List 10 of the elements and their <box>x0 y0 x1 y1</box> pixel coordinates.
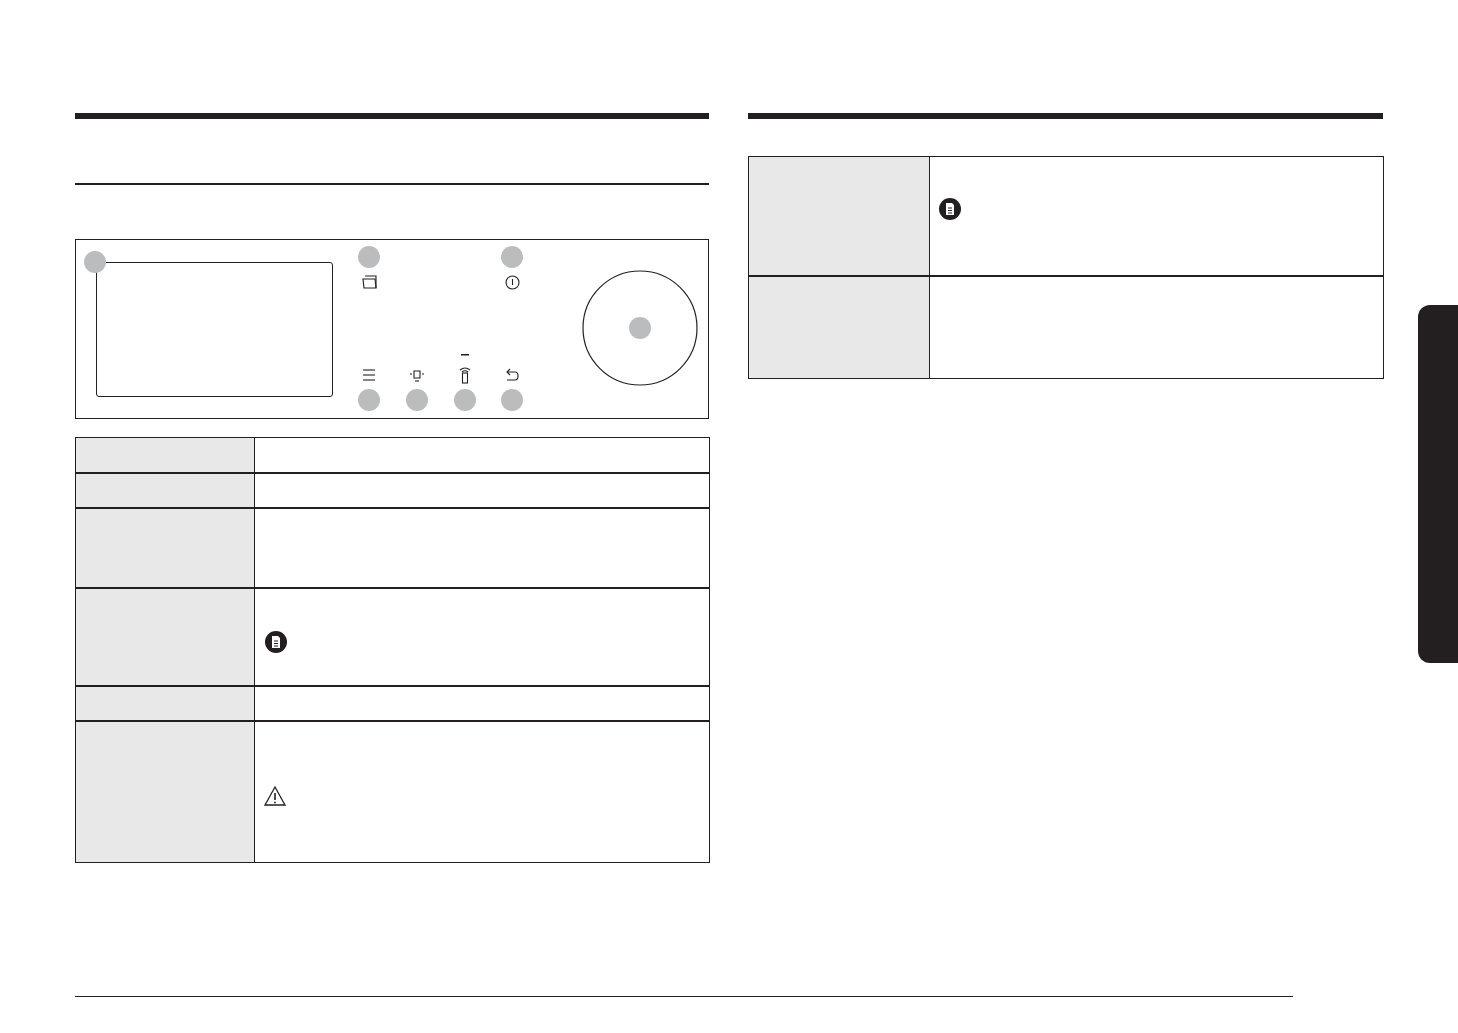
callout-marker <box>501 389 523 411</box>
callout-marker <box>358 389 380 411</box>
display-screen <box>96 262 333 397</box>
callout-marker <box>84 251 106 273</box>
callout-marker <box>454 389 476 411</box>
callout-marker <box>358 246 380 268</box>
callout-marker <box>501 246 523 268</box>
callout-marker <box>629 317 651 339</box>
callout-marker <box>406 389 428 411</box>
side-tab <box>1418 305 1458 663</box>
